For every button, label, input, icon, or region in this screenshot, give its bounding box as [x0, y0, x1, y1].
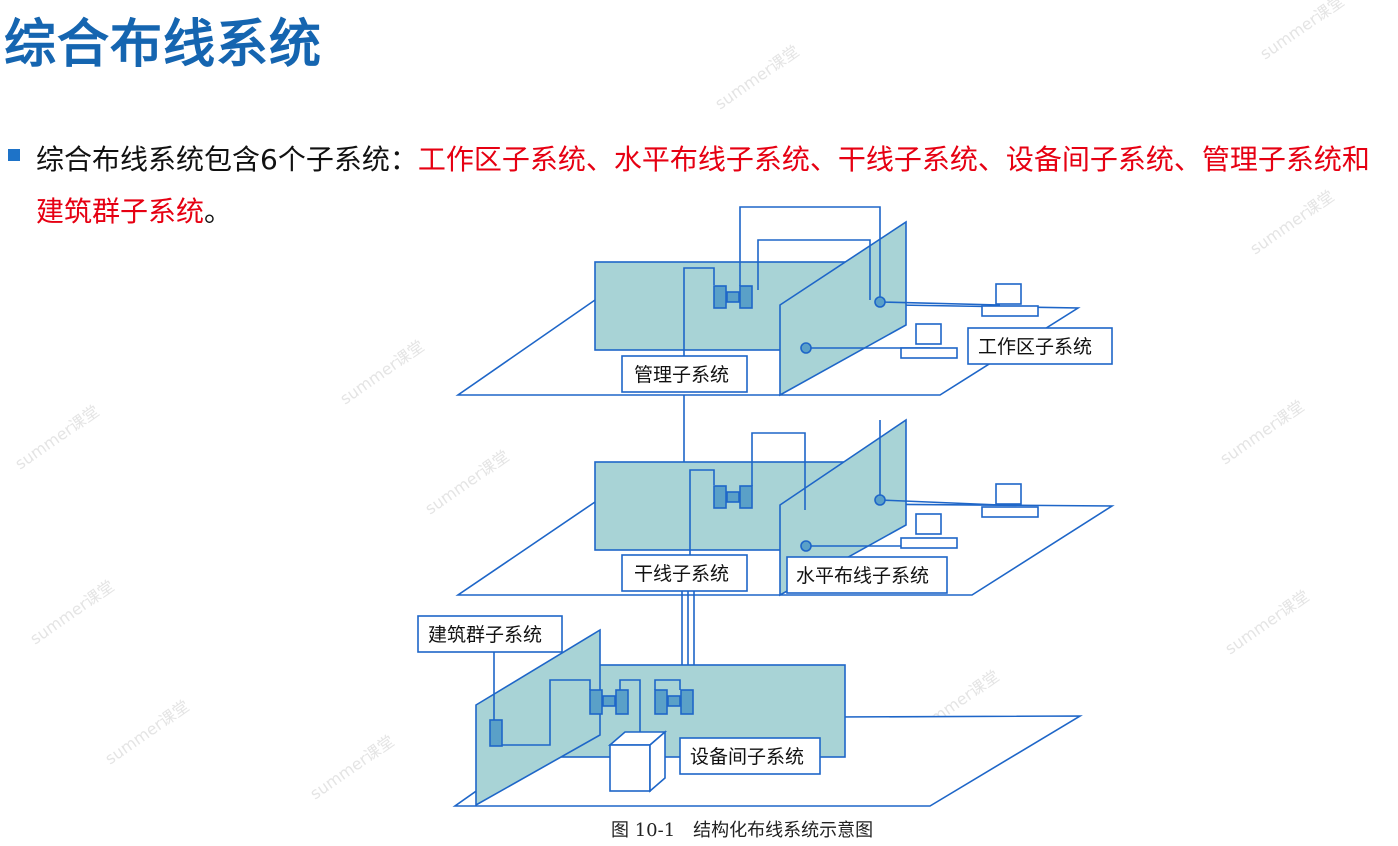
watermark: summer课堂 — [711, 41, 802, 113]
floor-3-outlet — [800, 342, 812, 354]
floor-2-outlet — [800, 540, 812, 552]
floor-2-cable — [751, 432, 806, 510]
bullet-marker — [8, 149, 20, 161]
watermark: summer课堂 — [306, 731, 397, 803]
subsystem-list: 工作区子系统、水平布线子系统、干线子系统、设备间子系统、管理子系统和建筑群子系统 — [36, 143, 1370, 228]
bullet-end: 。 — [204, 195, 233, 228]
floor-1-patch-panel — [680, 689, 694, 715]
label-horizontal-text: 水平布线子系统 — [796, 565, 929, 587]
label-equipment-room-text: 设备间子系统 — [690, 746, 804, 768]
floor-1-cable — [654, 679, 681, 690]
floor-2-terminal — [995, 483, 1022, 505]
floor-3-patch-panel — [726, 291, 740, 303]
watermark: summer课堂 — [11, 401, 102, 473]
floor-3-terminal — [981, 305, 1039, 317]
page-title: 综合布线系统 — [4, 15, 323, 75]
watermark: summer课堂 — [101, 696, 192, 768]
watermark: summer课堂 — [26, 576, 117, 648]
watermark: summer课堂 — [1246, 186, 1337, 258]
campus-connector — [489, 719, 503, 747]
label-management: 管理子系统 — [621, 355, 748, 393]
floor-3-cable — [757, 239, 871, 300]
floor-3-terminal — [915, 323, 942, 345]
label-horizontal: 水平布线子系统 — [786, 556, 948, 594]
floor-3-outlet — [874, 296, 886, 308]
watermark: summer课堂 — [421, 446, 512, 518]
floor-1-cable — [500, 679, 591, 746]
label-backbone: 干线子系统 — [621, 554, 748, 592]
label-campus-text: 建筑群子系统 — [428, 624, 542, 646]
floor-3-terminal — [900, 347, 958, 359]
floor-3-terminal — [995, 283, 1022, 305]
floor-1-side-wall — [475, 628, 601, 807]
floor-2-cable — [879, 499, 1001, 506]
label-management-text: 管理子系统 — [634, 364, 729, 386]
bullet-paragraph: 综合布线系统包含6个子系统：工作区子系统、水平布线子系统、干线子系统、设备间子系… — [36, 134, 1386, 238]
floor-3-cable — [879, 301, 1001, 306]
floor-2-patch-panel — [713, 485, 727, 509]
figure-caption: 图 10-1 结构化布线系统示意图 — [611, 820, 873, 841]
label-work-area: 工作区子系统 — [967, 327, 1113, 365]
label-campus: 建筑群子系统 — [417, 615, 563, 653]
floor-1-patch-panel — [589, 689, 603, 715]
label-backbone-text: 干线子系统 — [634, 563, 729, 585]
floor-2-patch-panel — [739, 485, 753, 509]
floor-2-side-wall — [779, 418, 907, 597]
watermark: summer课堂 — [1216, 396, 1307, 468]
floor-3-patch-panel — [739, 285, 753, 309]
floor-2-terminal — [900, 537, 958, 549]
floor-1-patch-panel — [615, 689, 629, 715]
label-equipment-room: 设备间子系统 — [679, 737, 821, 775]
label-work-area-text: 工作区子系统 — [978, 336, 1092, 358]
floor-1-cable — [619, 679, 641, 735]
floor-2-terminal — [981, 506, 1039, 518]
floor-3-cable — [739, 206, 881, 300]
bullet-intro: 综合布线系统包含6个子系统： — [36, 143, 418, 176]
floor-1-patch-panel — [602, 695, 616, 707]
floor-3-side-wall — [779, 220, 907, 397]
watermark: summer课堂 — [336, 336, 427, 408]
floor-2-patch-panel — [726, 491, 740, 503]
equipment-cabinet — [609, 744, 651, 792]
floor-3-patch-panel — [713, 285, 727, 309]
floor-2-cable — [689, 469, 715, 560]
watermark: summer课堂 — [1221, 586, 1312, 658]
floor-1-patch-panel — [654, 689, 668, 715]
floor-3-cable — [683, 267, 715, 380]
floor-1-patch-panel — [667, 695, 681, 707]
floor-2-terminal — [915, 513, 942, 535]
watermark: summer课堂 — [1256, 0, 1347, 63]
floor-2-outlet — [874, 494, 886, 506]
equipment-cabinet-side — [649, 730, 666, 793]
